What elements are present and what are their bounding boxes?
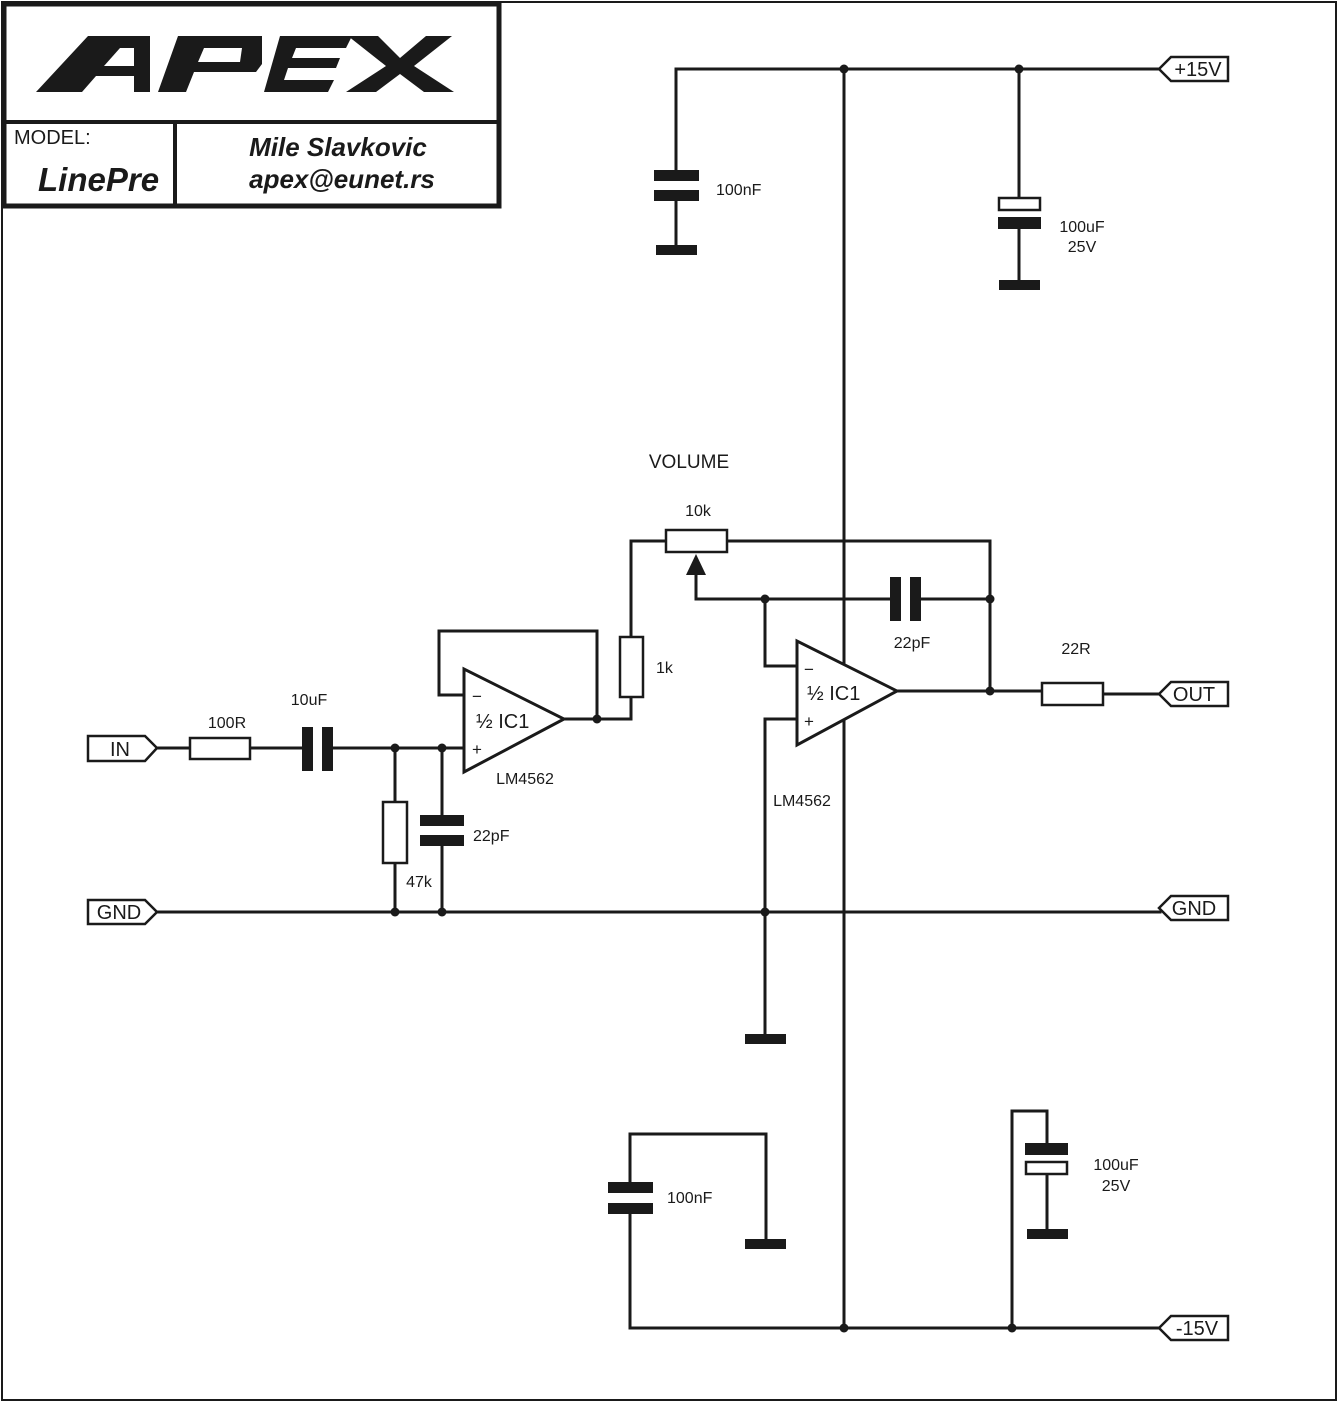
c-bulk-neg-voltage: 25V: [1102, 1178, 1131, 1195]
c-bulk-neg-value: 100uF: [1093, 1157, 1139, 1174]
opamp-1-part: LM4562: [496, 771, 554, 788]
r-bias-label: 47k: [406, 874, 433, 891]
title-block-frame: [1, 1, 502, 209]
port-out-label: OUT: [1173, 684, 1215, 706]
opamp-1: − + ½ IC1: [462, 666, 568, 775]
port-gnd-left-label: GND: [97, 902, 141, 924]
model-label: MODEL:: [14, 127, 91, 149]
c-feedback-label: 22pF: [894, 635, 931, 652]
component-labels: 100R 10uF 47k 22pF LM4562 1k VOLUME 10k …: [208, 182, 1139, 1207]
c-input-filter-label: 22pF: [473, 828, 510, 845]
model-name: LinePre: [38, 161, 159, 198]
r-series-label: 1k: [656, 660, 674, 677]
ground-symbols: [656, 245, 1068, 1249]
port-in: IN: [86, 734, 159, 763]
pot-wiper-arrow: [686, 554, 706, 575]
c-input-label: 10uF: [291, 692, 328, 709]
opamp-1-name: ½ IC1: [476, 711, 529, 733]
pot-value: 10k: [685, 503, 712, 520]
opamp-2-name: ½ IC1: [807, 683, 860, 705]
port-gnd-left: GND: [86, 898, 159, 926]
ground-bar: [1027, 1229, 1068, 1239]
c-bulk-neg: [1024, 1143, 1069, 1176]
author-name: Mile Slavkovic: [249, 132, 427, 162]
r-input: [188, 736, 252, 761]
junctions: [390, 64, 1024, 1333]
port-vplus: +15V: [1157, 55, 1230, 83]
port-vminus: -15V: [1157, 1314, 1230, 1342]
c-feedback: [890, 577, 921, 621]
port-gnd-right-label: GND: [1172, 898, 1216, 920]
c-decouple-pos: [654, 170, 699, 201]
c-decouple-neg: [608, 1182, 653, 1214]
apex-logo: [36, 36, 454, 92]
ground-bar: [656, 245, 697, 255]
port-vplus-label: +15V: [1174, 59, 1222, 81]
c-decouple-pos-label: 100nF: [716, 182, 762, 199]
ground-bar: [999, 280, 1040, 290]
ground-bar: [745, 1034, 786, 1044]
c-bulk-pos: [997, 196, 1042, 229]
r-series: [618, 635, 645, 699]
ground-bar: [745, 1239, 786, 1249]
r-input-label: 100R: [208, 715, 246, 732]
opamp-2: − + ½ IC1: [795, 638, 901, 748]
title-block: MODEL: LinePre Mile Slavkovic apex@eunet…: [1, 1, 502, 209]
c-bulk-pos-value: 100uF: [1059, 219, 1105, 236]
volume-label: VOLUME: [649, 452, 729, 473]
port-out: OUT: [1157, 680, 1230, 708]
author-email: apex@eunet.rs: [249, 164, 435, 194]
opamp-2-part: LM4562: [773, 793, 831, 810]
c-decouple-neg-label: 100nF: [667, 1190, 713, 1207]
port-in-label: IN: [110, 739, 130, 761]
volume-pot: [664, 528, 729, 554]
opamp-1-inverting-mark: −: [472, 687, 482, 706]
port-gnd-right: GND: [1157, 894, 1230, 922]
r-bias: [381, 800, 409, 865]
r-output-label: 22R: [1061, 641, 1090, 658]
opamp-2-noninverting-mark: +: [804, 712, 814, 731]
c-input: [302, 727, 333, 771]
r-output: [1040, 681, 1105, 707]
opamp-1-noninverting-mark: +: [472, 740, 482, 759]
port-vminus-label: -15V: [1176, 1318, 1219, 1340]
opamp-2-inverting-mark: −: [804, 660, 814, 679]
c-bulk-pos-voltage: 25V: [1068, 239, 1097, 256]
c-input-filter: [420, 815, 464, 846]
